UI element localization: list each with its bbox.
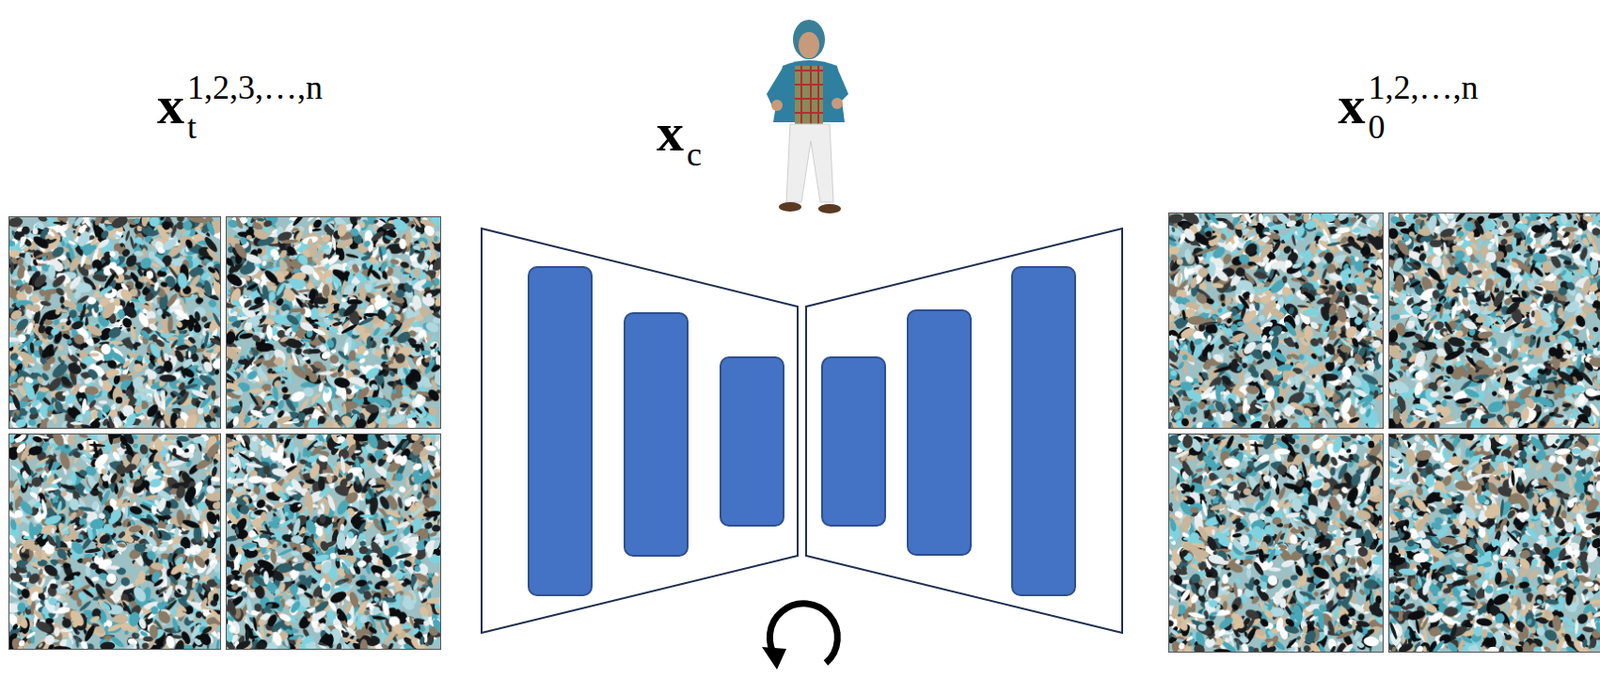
layer-block: [907, 310, 971, 555]
layer-block: [528, 267, 592, 596]
encoder-trapezoid: [481, 228, 798, 634]
noise-image: [1168, 212, 1384, 429]
decoder-trapezoid: [806, 228, 1123, 634]
noise-image: [225, 216, 442, 429]
subscript-index: c: [686, 137, 702, 172]
variable-symbol: x: [656, 105, 684, 160]
math-label: x1,2,…,n0: [1338, 70, 1479, 133]
noise-image: [8, 216, 222, 429]
noise-image: [1388, 433, 1600, 653]
math-label: x1,2,3,…,nt: [157, 70, 323, 133]
layer-block: [822, 357, 886, 526]
variable-symbol: x: [157, 78, 185, 133]
superscript-index: 1,2,…,n: [1368, 70, 1479, 105]
subscript-index: 0: [1368, 110, 1386, 144]
noise-image: [8, 433, 222, 650]
layer-block: [624, 313, 688, 556]
index-stack: c: [686, 137, 702, 160]
index-stack: 1,2,…,n0: [1368, 70, 1479, 133]
variable-symbol: x: [1338, 78, 1366, 133]
layer-block: [1012, 267, 1076, 596]
loop-arrow: [761, 603, 838, 670]
noise-image: [225, 433, 442, 650]
math-label: xc: [656, 105, 702, 160]
index-stack: 1,2,3,…,nt: [187, 70, 323, 133]
person-figure: [766, 19, 849, 214]
noise-image: [1168, 433, 1384, 653]
superscript-index: 1,2,3,…,n: [187, 70, 323, 105]
subscript-index: t: [187, 110, 197, 144]
layer-block: [720, 357, 784, 526]
noise-image: [1388, 212, 1600, 429]
